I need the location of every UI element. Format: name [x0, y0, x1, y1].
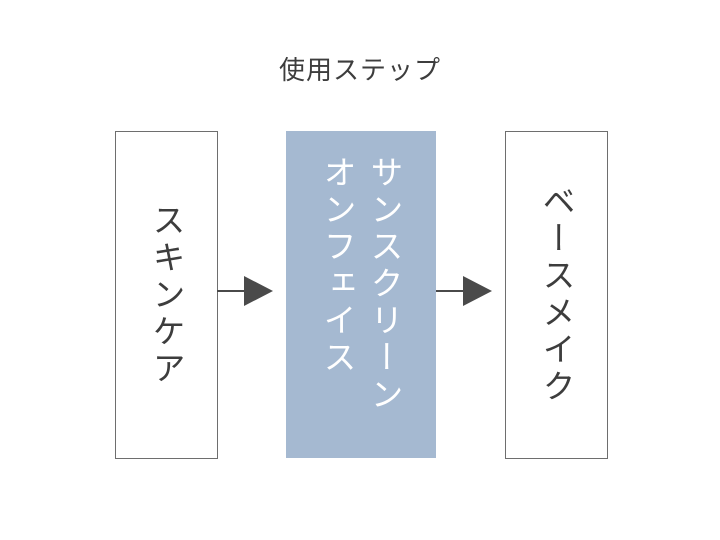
arrow-right-icon-1 — [217, 276, 273, 306]
step-1-label: スキンケア — [148, 202, 185, 388]
arrow-shaft — [217, 290, 244, 292]
step-box-skincare[interactable]: スキンケア — [115, 131, 218, 459]
arrow-shaft — [436, 290, 463, 292]
arrow-right-icon-2 — [436, 276, 492, 306]
step-box-base-makeup[interactable]: ベースメイク — [505, 131, 608, 459]
step-2-label-line-1: サンスクリーン — [366, 155, 403, 414]
step-3-label: ベースメイク — [538, 184, 575, 406]
step-2-text-wrap: サンスクリーン オンフェイス — [286, 131, 436, 458]
step-3-text-wrap: ベースメイク — [506, 132, 607, 458]
step-1-text-wrap: スキンケア — [116, 132, 217, 458]
arrow-head — [463, 276, 492, 306]
diagram-title: 使用ステップ — [278, 55, 441, 85]
arrow-head — [244, 276, 273, 306]
step-box-sunscreen-on-face[interactable]: サンスクリーン オンフェイス — [286, 131, 436, 458]
step-2-label-line-2: オンフェイス — [319, 155, 356, 377]
